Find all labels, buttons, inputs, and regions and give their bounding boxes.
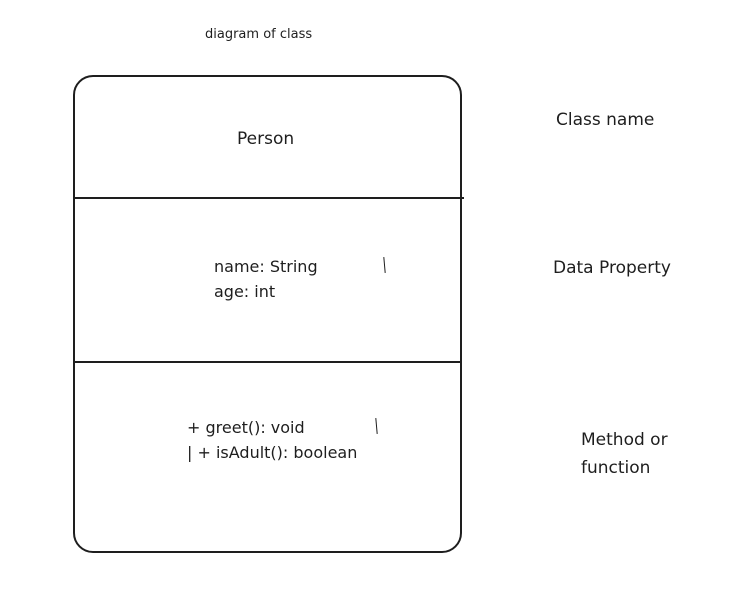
- method-label-line-1: Method or: [581, 430, 668, 450]
- method-label-line-2: function: [581, 458, 651, 478]
- property-item: name: String: [214, 257, 318, 276]
- class-name-text: Person: [237, 129, 295, 149]
- property-item: age: int: [214, 282, 276, 301]
- properties-divider: [75, 361, 462, 363]
- diagram-caption: diagram of class: [205, 27, 313, 42]
- data-property-label: Data Property: [553, 258, 671, 278]
- class-box: [73, 75, 462, 553]
- method-item: + greet(): void: [187, 418, 305, 437]
- class-name-divider: [75, 197, 464, 199]
- class-name-label: Class name: [556, 110, 655, 130]
- method-item: | + isAdult(): boolean: [187, 443, 358, 462]
